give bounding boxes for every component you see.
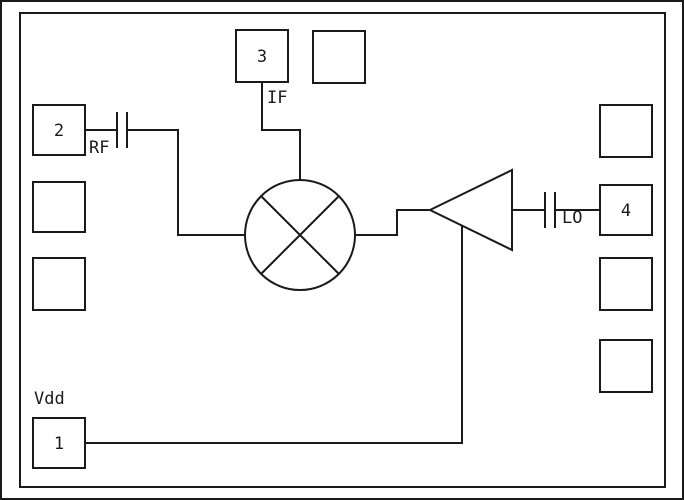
pad-1-label: 1 [54,434,64,454]
vdd-wire [85,226,463,444]
mixer-symbol [244,179,356,291]
mixer-to-amp-wire [355,209,430,236]
pad-3 [235,29,289,83]
pad-1 [32,417,86,469]
lo-port-label: LO [562,208,582,228]
vdd-port-label: Vdd [34,389,65,409]
pad-top-unlabeled [312,30,366,84]
pad-2-label: 2 [54,121,64,141]
if-wire [261,82,301,180]
rf-port-label: RF [89,138,109,158]
pad-3-label: 3 [257,47,267,67]
pad-2 [32,104,86,156]
chip-boundary [19,12,666,488]
pad-left-unlabeled-1 [32,181,86,233]
pad-left-unlabeled-2 [32,257,86,311]
pad-4 [599,184,653,236]
mixer-cross-line [260,195,340,275]
rf-wire-cap-to-mixer [127,129,245,236]
pad-4-label: 4 [621,201,631,221]
if-port-label: IF [267,88,287,108]
lo-coupling-capacitor [544,192,556,228]
pad-right-unlabeled-3 [599,339,653,393]
rf-coupling-capacitor [116,112,128,148]
pad-right-unlabeled-2 [599,257,653,311]
pad-right-unlabeled-1 [599,104,653,158]
amplifier-symbol [427,168,513,252]
